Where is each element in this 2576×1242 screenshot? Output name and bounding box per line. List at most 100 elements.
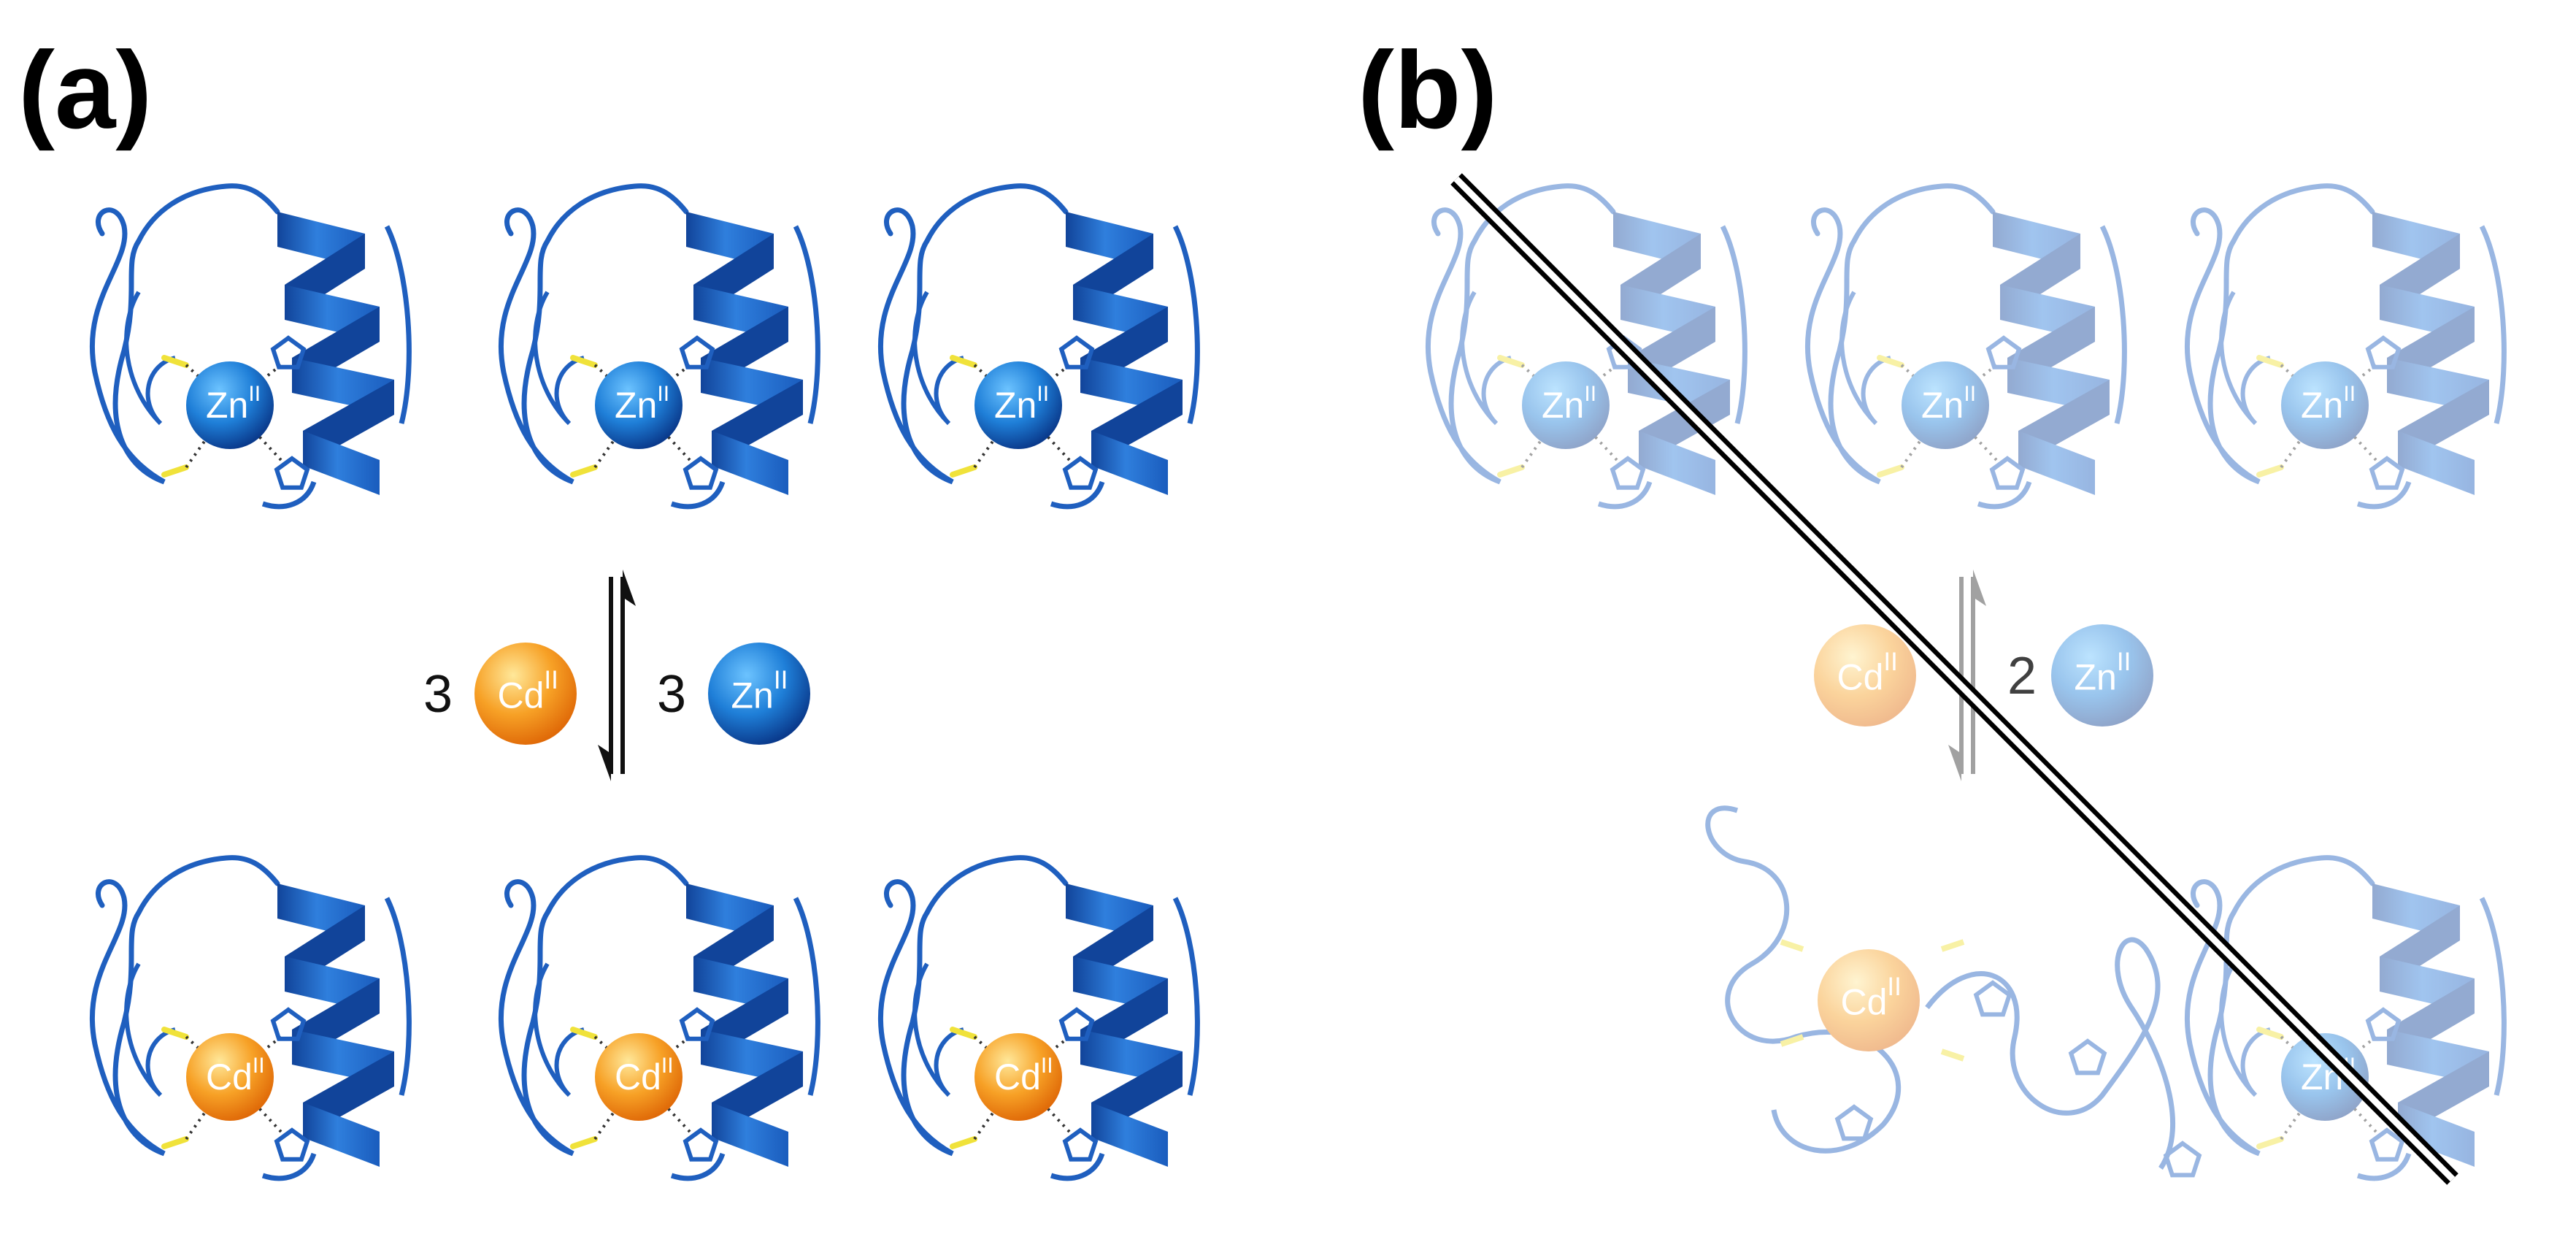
reagent-a-cd-oxidation: II — [544, 666, 558, 694]
zinc-finger-b-top-2-beta-strand — [1839, 291, 1891, 426]
zinc-finger-b-top-2-his-ring — [1989, 456, 2026, 490]
zinc-finger-b-top-1-ion: ZnII — [1522, 361, 1610, 449]
zinc-finger-b-top-2-ion-symbol: Zn — [1921, 385, 1964, 426]
zinc-finger-a-bottom-3-ion-sphere — [974, 1033, 1062, 1121]
zinc-finger-a-top-3: ZnII — [877, 183, 1200, 510]
zinc-finger-a-top-3-ion-oxidation: II — [1037, 382, 1049, 406]
reagent-a-reverse: ZnII — [708, 643, 810, 745]
unfolded-cys-sulfur — [1940, 1049, 1965, 1062]
zinc-finger-b-top-2-ion-sphere — [1902, 361, 1989, 449]
zinc-finger-b-top-3-helix-turn — [2387, 358, 2489, 415]
zinc-finger-b-top-3-his-ring — [2365, 335, 2402, 369]
zinc-finger-a-top-1-his-ring — [274, 456, 310, 490]
zinc-finger-a-bottom-2-ion-oxidation: II — [661, 1054, 674, 1078]
zinc-finger-b-top-2-cys-sulfur — [1877, 355, 1904, 368]
zinc-finger-b-top-1-cys-sulfur — [1497, 464, 1525, 478]
zinc-finger-a-top-1-ion-label: ZnII — [206, 382, 261, 426]
unfolded-cys-sulfur — [1940, 939, 1965, 952]
unfolded-cys-sulfur — [1780, 939, 1804, 952]
zinc-finger-b-top-2-helix-turn — [2018, 431, 2095, 495]
zinc-finger-a-bottom-3: CdII — [877, 855, 1200, 1181]
reagent-a-zn: ZnII — [708, 643, 810, 745]
equilibrium-arrows-b-reverse-head — [1973, 570, 1986, 606]
zinc-finger-a-top-3-his-ring — [1062, 456, 1099, 490]
zinc-finger-b-bottom-ion: ZnII — [2281, 1033, 2369, 1121]
zinc-finger-a-top-2-backbone — [498, 183, 689, 485]
panel-label-a: (a) — [18, 28, 152, 151]
zinc-finger-b-bottom-ion-sphere — [2281, 1033, 2369, 1121]
zinc-finger-a-bottom-3-helix-tail — [1050, 1152, 1105, 1181]
zinc-finger-b-top-3-ion: ZnII — [2281, 361, 2369, 449]
zinc-finger-b-top-3-c-term — [2479, 225, 2507, 424]
zinc-finger-a-bottom-1-ion-symbol: Cd — [206, 1057, 253, 1097]
zinc-finger-a-top-1-ion-symbol: Zn — [206, 385, 248, 426]
zinc-finger-b-top-3-his-ring — [2369, 456, 2405, 490]
zinc-finger-b-top-2-ion-oxidation: II — [1964, 382, 1976, 406]
zinc-finger-b-bottom-cys-sulfur — [2256, 1027, 2284, 1040]
zinc-finger-a-top-1-ion-oxidation: II — [248, 382, 261, 406]
reagent-a-zn-symbol: Zn — [731, 675, 774, 716]
zinc-finger-a-bottom-2-ion-label: CdII — [615, 1054, 674, 1097]
reagent-b-zn-oxidation: II — [2117, 648, 2131, 676]
zinc-finger-a-bottom-3-c-term — [1172, 897, 1200, 1096]
zinc-finger-b-top-2-helix-turn — [2007, 358, 2110, 415]
reagent-b-cd-oxidation: II — [1883, 648, 1897, 676]
reagent-b-cd-label: CdII — [1837, 648, 1898, 698]
zinc-finger-a-top-1-cys-sulfur — [161, 355, 189, 368]
reagent-a-cd-symbol: Cd — [498, 675, 545, 716]
zinc-finger-a-top-1-beta-strand — [124, 291, 176, 426]
zinc-finger-a-bottom-3-helix-turn — [1091, 1103, 1168, 1167]
zinc-finger-b-top-2-backbone — [1804, 183, 1996, 485]
zinc-finger-b-bottom-cys-sulfur — [2256, 1136, 2284, 1149]
reagent-a-cd-label: CdII — [498, 666, 558, 716]
zinc-finger-a-bottom-3-cys-sulfur — [950, 1027, 977, 1040]
zinc-finger-b-bottom-c-term — [2479, 897, 2507, 1096]
zinc-finger-a-top-3-cys-sulfur — [950, 464, 977, 478]
zinc-finger-a-bottom-2-ion: CdII — [595, 1033, 683, 1121]
zinc-finger-a-bottom-3-backbone — [877, 855, 1069, 1157]
zinc-finger-a-bottom-1-beta-strand — [124, 962, 176, 1097]
zinc-finger-b-top-2: ZnII — [1804, 183, 2127, 510]
zinc-finger-b-top-3: ZnII — [2184, 183, 2507, 510]
zinc-finger-b-bottom-his-ring — [2365, 1007, 2402, 1041]
zinc-finger-b-bottom-helix-turn — [2372, 883, 2460, 940]
zinc-finger-a-top-1: ZnII — [89, 183, 412, 510]
zinc-finger-a-bottom-2: CdII — [498, 855, 820, 1181]
zinc-finger-a-top-2-ion-sphere — [595, 361, 683, 449]
zinc-finger-b-top-1-backbone — [1425, 183, 1616, 485]
zinc-finger-b-top-3-helix-turn — [2372, 212, 2460, 269]
reagent-b-zn-label: ZnII — [2075, 648, 2131, 698]
zinc-finger-a-top-3-his-ring — [1058, 335, 1095, 369]
equilibrium-arrows-a-reverse-head — [623, 570, 636, 606]
reagent-b-cd-symbol: Cd — [1837, 657, 1884, 698]
reagent-a-zn-sphere — [708, 643, 810, 745]
zinc-finger-b-top-1-ion-label: ZnII — [1542, 382, 1596, 426]
coefficient-b-reverse: 2 — [2007, 647, 2037, 705]
zinc-finger-b-top-1: ZnII — [1425, 183, 1748, 510]
zinc-finger-a-bottom-1-ion-sphere — [186, 1033, 274, 1121]
reagent-b-cd-sphere — [1814, 624, 1916, 727]
zinc-finger-a-bottom-1-helix-turn — [303, 1103, 380, 1167]
zinc-finger-b-top-1-ion-sphere — [1522, 361, 1610, 449]
zinc-finger-a-top-2-helix-tail — [670, 480, 726, 510]
zinc-finger-a-bottom-3-his-ring — [1058, 1007, 1095, 1041]
equilibrium-arrows-a — [598, 570, 636, 781]
zinc-finger-b-bottom-backbone — [2184, 855, 2375, 1157]
unfolded-his-ring — [2068, 1038, 2107, 1076]
zinc-finger-a-top-3-ion: ZnII — [974, 361, 1062, 449]
zinc-finger-a-top-3-helix-tail — [1050, 480, 1105, 510]
zinc-finger-a-bottom-1-his-ring — [270, 1007, 307, 1041]
zinc-finger-a-bottom-3-beta-strand — [912, 962, 964, 1097]
unfolded-cys-sulfur — [1780, 1034, 1804, 1047]
zinc-finger-a-bottom-2-ion-sphere — [595, 1033, 683, 1121]
zinc-finger-a-top-2-his-ring — [683, 456, 719, 490]
zinc-finger-b-top-1-helix-tail — [1597, 480, 1653, 510]
zinc-finger-a-bottom-2-c-term — [793, 897, 820, 1096]
equilibrium-arrows-a-forward-head — [598, 745, 611, 781]
zinc-finger-b-bottom-his-ring — [2369, 1127, 2405, 1162]
zinc-finger-a-top-2: ZnII — [498, 183, 820, 510]
zinc-finger-b-top-1-c-term — [1720, 225, 1748, 424]
zinc-finger-a-bottom-3-his-ring — [1062, 1127, 1099, 1162]
reagent-a-forward: CdII — [474, 643, 577, 745]
zinc-finger-a-top-1-ion-sphere — [186, 361, 274, 449]
